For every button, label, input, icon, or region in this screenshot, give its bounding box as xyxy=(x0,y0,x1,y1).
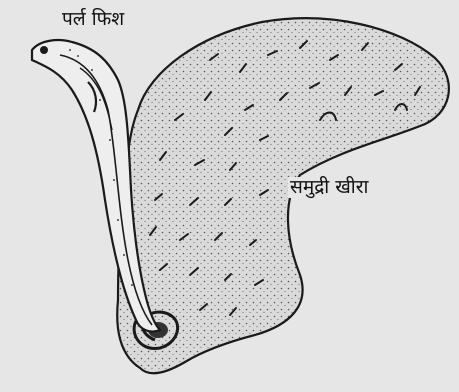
sea-cucumber-body xyxy=(117,18,449,373)
sea-cucumber-label: समुद्री खीरा xyxy=(288,177,370,198)
pearl-fish-eye xyxy=(40,46,48,54)
pearl-fish-label: पर्ल फिश xyxy=(62,10,124,29)
